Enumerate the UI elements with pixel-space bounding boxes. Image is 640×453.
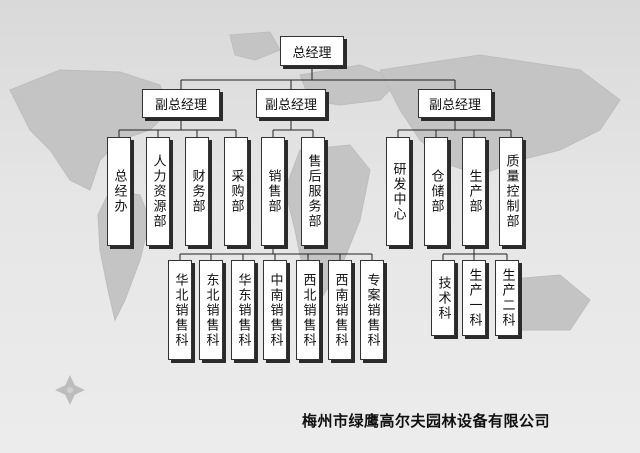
section-special: 专案销售科 — [360, 260, 384, 360]
section-northwest: 西北销售科 — [296, 260, 320, 360]
dept-purchase-label: 采购部 — [228, 169, 244, 214]
section-northeast-label: 东北销售科 — [203, 272, 219, 348]
dept-sales: 销售部 — [261, 137, 285, 246]
dept-aftersales: 售后服务部 — [301, 137, 325, 246]
ceo-box: 总经理 — [280, 36, 344, 66]
section-northeast: 东北销售科 — [199, 260, 223, 360]
dept-production: 生产部 — [462, 137, 486, 246]
section-central-south-label: 中南销售科 — [267, 272, 283, 348]
dept-storage: 仓储部 — [424, 137, 448, 246]
section-central-south: 中南销售科 — [263, 260, 287, 360]
section-north: 华北销售科 — [168, 260, 192, 360]
vp-label-2: 副总经理 — [264, 98, 317, 113]
vp-box-3: 副总经理 — [418, 89, 492, 118]
vp-label-1: 副总经理 — [154, 98, 207, 113]
dept-finance-label: 财务部 — [189, 169, 205, 214]
section-north-label: 华北销售科 — [172, 272, 188, 348]
section-prod2: 生产二科 — [495, 260, 519, 336]
section-tech-label: 技术科 — [435, 275, 451, 321]
section-northwest-label: 西北销售科 — [300, 272, 316, 348]
section-prod1-label: 生产一科 — [466, 268, 482, 328]
dept-finance: 财务部 — [185, 137, 209, 246]
section-prod2-label: 生产二科 — [499, 268, 515, 328]
ceo-label: 总经理 — [292, 45, 332, 61]
section-east-label: 华东销售科 — [235, 272, 251, 348]
dept-quality: 质量控制部 — [499, 137, 523, 246]
section-tech: 技术科 — [431, 260, 455, 336]
vp-label-3: 副总经理 — [428, 98, 481, 113]
section-southwest: 西南销售科 — [328, 260, 352, 360]
section-east: 华东销售科 — [231, 260, 255, 360]
section-special-label: 专案销售科 — [364, 272, 380, 348]
vp-box-1: 副总经理 — [142, 89, 220, 118]
dept-rd: 研发中心 — [386, 137, 410, 246]
dept-quality-label: 质量控制部 — [503, 154, 519, 229]
vp-box-2: 副总经理 — [256, 89, 326, 118]
dept-sales-label: 销售部 — [265, 169, 281, 214]
dept-purchase: 采购部 — [224, 137, 248, 246]
section-prod1: 生产一科 — [462, 260, 486, 336]
dept-rd-label: 研发中心 — [390, 161, 406, 222]
dept-production-label: 生产部 — [466, 169, 482, 214]
dept-office-label: 总经办 — [111, 169, 127, 214]
dept-hr-label: 人力资源部 — [150, 154, 166, 229]
dept-office: 总经办 — [107, 137, 131, 246]
company-name: 梅州市绿鹰高尔夫园林设备有限公司 — [302, 412, 551, 430]
dept-hr: 人力资源部 — [146, 137, 170, 246]
dept-aftersales-label: 售后服务部 — [305, 154, 321, 229]
section-southwest-label: 西南销售科 — [332, 272, 348, 348]
dept-storage-label: 仓储部 — [428, 169, 444, 214]
compass-rose-icon — [55, 375, 85, 405]
